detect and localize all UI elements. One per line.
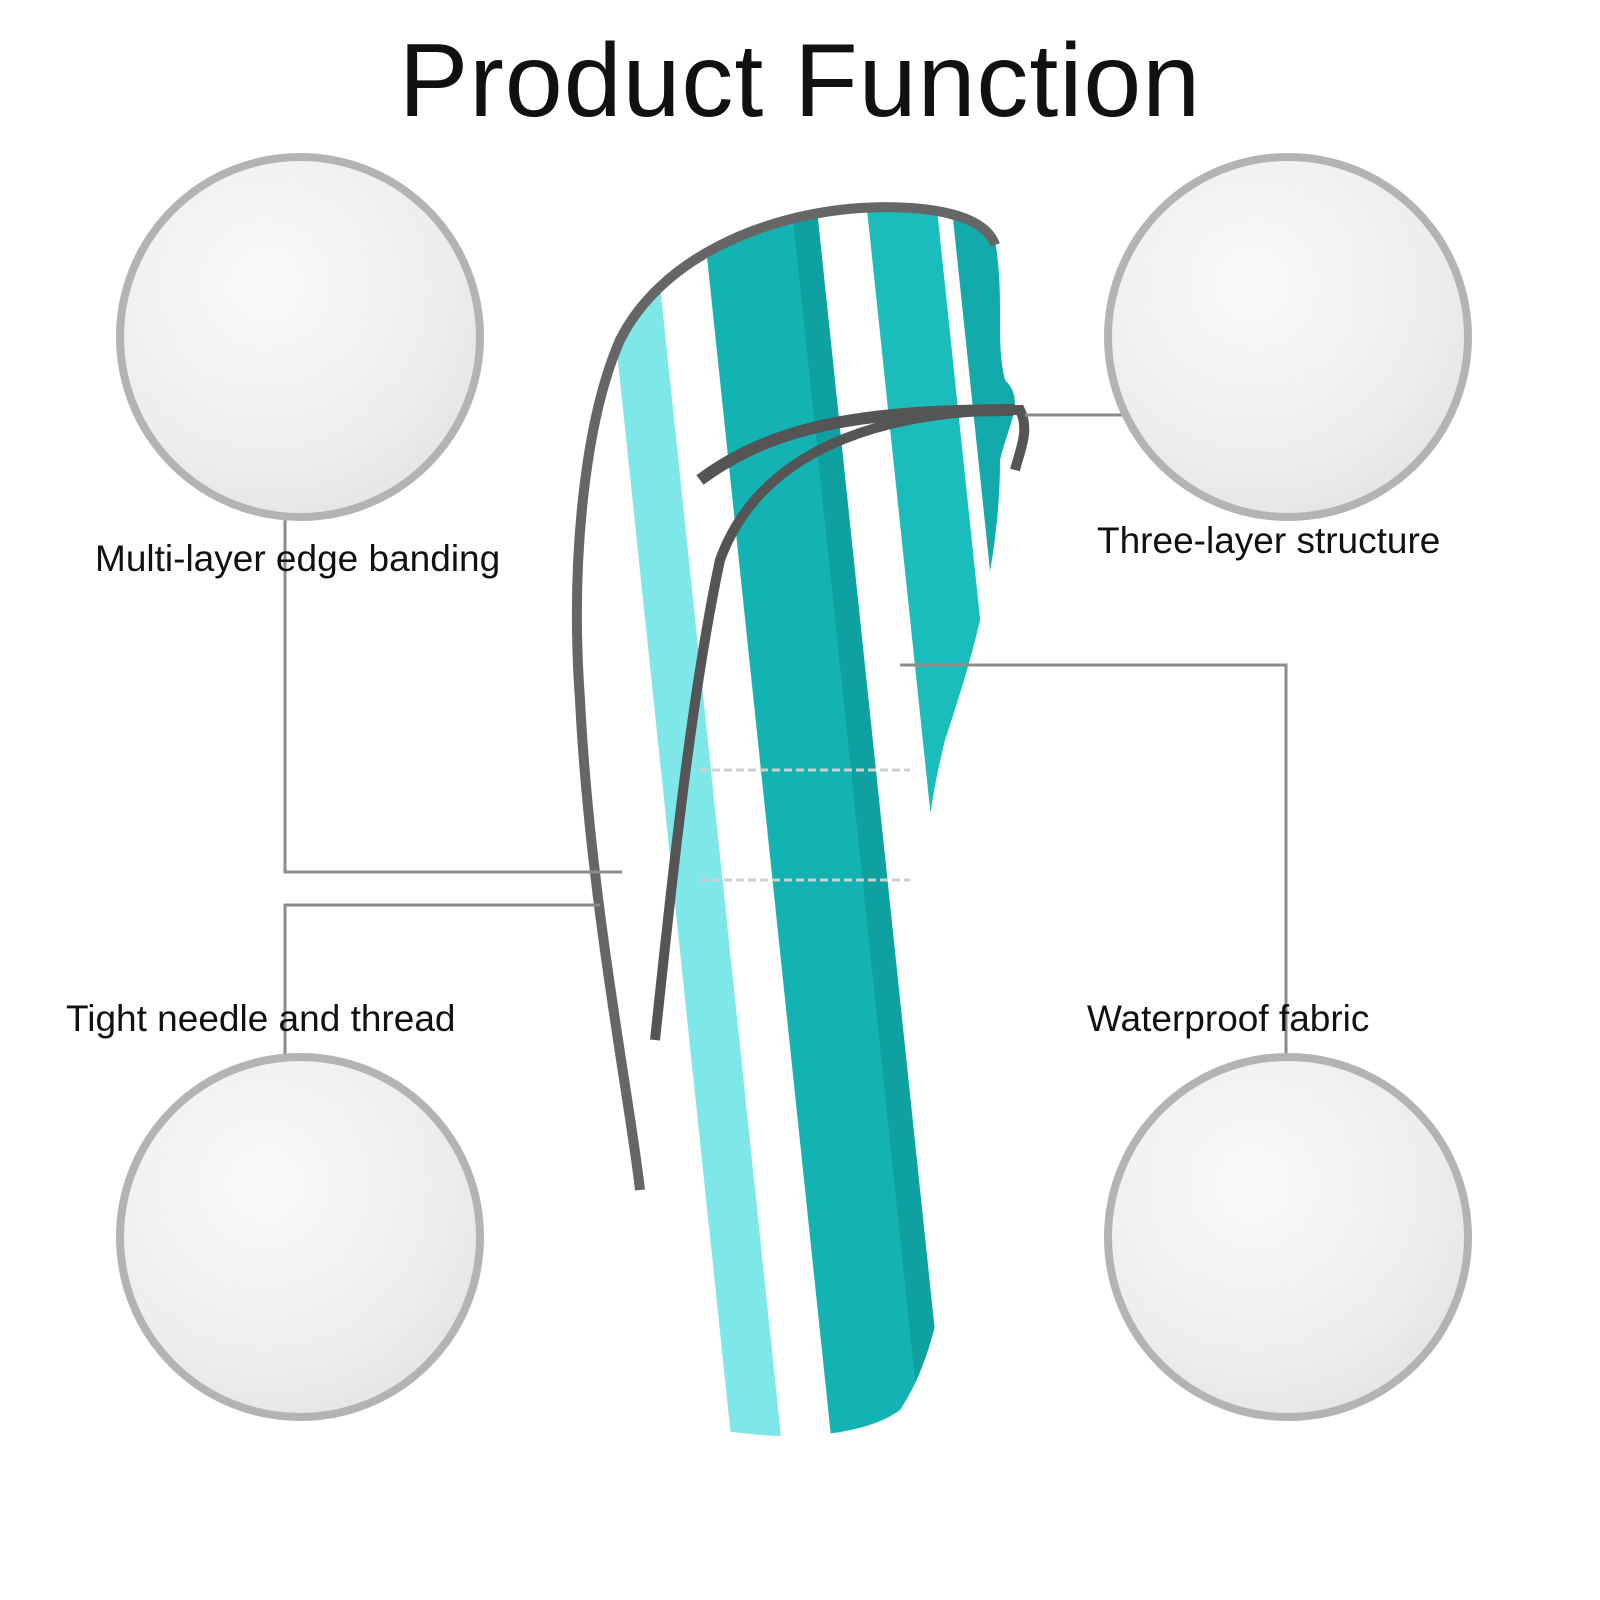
waterproof-detail-image: [1104, 1053, 1472, 1421]
feature-label-edge-banding: Multi-layer edge banding: [95, 538, 501, 579]
feature-label-three-layer: Three-layer structure: [1097, 520, 1441, 561]
page-title: Product Function: [398, 23, 1202, 139]
stitching-detail-image: [116, 1053, 484, 1421]
headcover: [581, 207, 1015, 1437]
feature-label-waterproof: Waterproof fabric: [1087, 998, 1370, 1039]
three-layer-detail-image: [1104, 153, 1472, 521]
callout-lines: [283, 413, 1288, 1058]
edge-banding-detail-image: [116, 153, 484, 521]
feature-label-stitching: Tight needle and thread: [66, 998, 456, 1039]
